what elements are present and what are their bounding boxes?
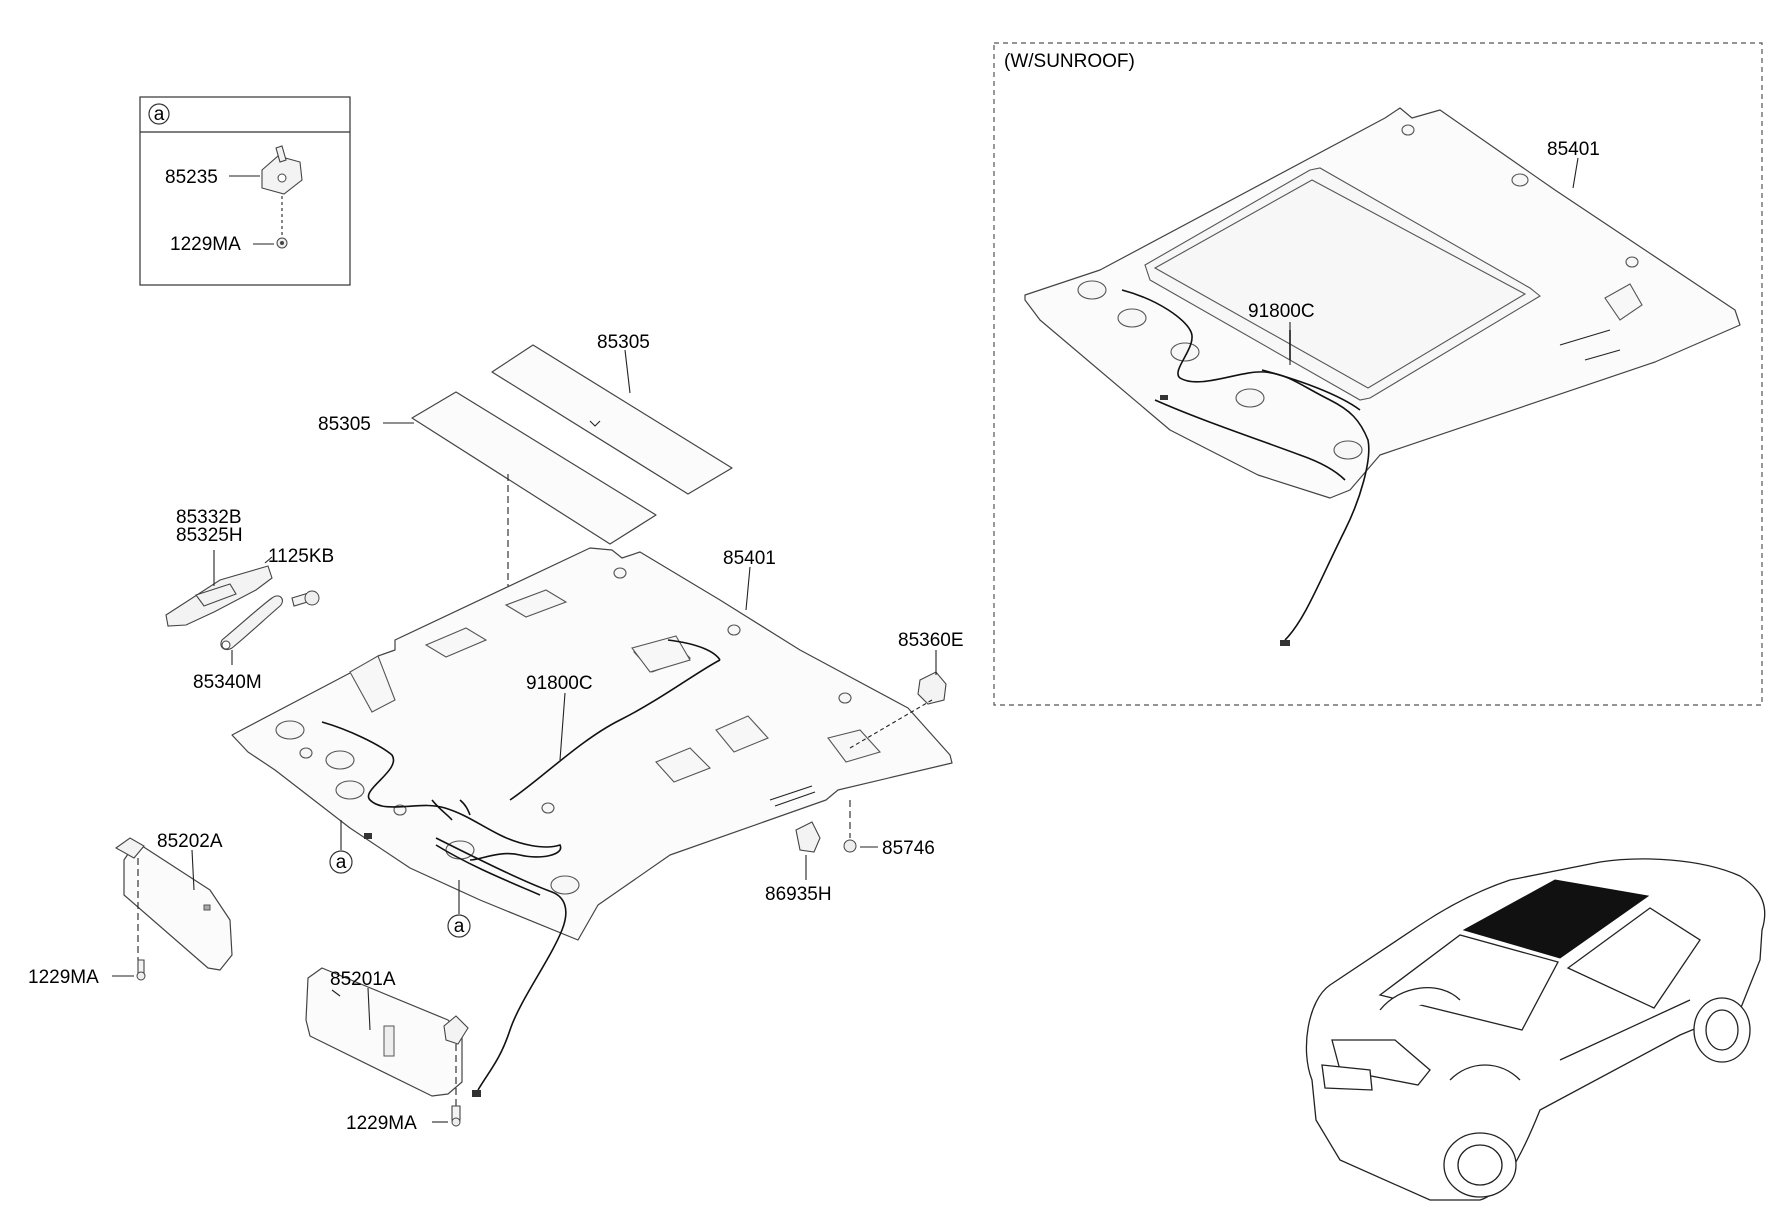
- label-1229ma-right: 1229MA: [346, 1113, 417, 1134]
- label-85746: 85746: [882, 838, 935, 859]
- roof-pad-rear-icon: [491, 344, 733, 495]
- sun-visor-right-icon: [305, 967, 469, 1106]
- sunroof-box-title: (W/SUNROOF): [1004, 51, 1135, 72]
- label-85235: 85235: [165, 167, 218, 188]
- headliner-wiring-icon: [321, 639, 721, 1097]
- sun-visor-left-icon: [114, 837, 233, 971]
- label-85305-rear: 85305: [597, 332, 650, 353]
- label-91800c: 91800C: [526, 673, 593, 694]
- label-sunroof-85401: 85401: [1547, 139, 1600, 160]
- detail-box: a 85235 1229MA: [139, 96, 351, 286]
- label-85305-front: 85305: [318, 414, 371, 435]
- holder-86935h-icon: [795, 821, 821, 853]
- leader-85201a: [367, 987, 371, 1031]
- leader-91800c: [559, 692, 566, 761]
- leader-85401: [745, 566, 751, 611]
- label-85201a: 85201A: [330, 969, 396, 990]
- grip-handle-icon: [220, 595, 283, 651]
- detail-box-frame: [139, 96, 351, 286]
- label-86935h: 86935H: [765, 884, 832, 905]
- label-1229ma-left: 1229MA: [28, 967, 99, 988]
- sunroof-box-frame: [993, 42, 1763, 706]
- bolt-1125kb-icon: [291, 590, 320, 607]
- screw-right-icon: [451, 1105, 461, 1127]
- label-1125kb: 1125KB: [268, 546, 334, 567]
- leader-sunroof-85401: [1572, 157, 1579, 189]
- label-85202a: 85202A: [157, 831, 223, 852]
- leader-85305-rear: [624, 349, 631, 394]
- marker-1: a: [336, 852, 347, 873]
- screw-1229ma-icon: [276, 237, 288, 249]
- leader-85202a: [191, 849, 195, 891]
- label-85340m: 85340M: [193, 672, 262, 693]
- label-85332b: 85332B: [176, 507, 242, 528]
- leader-1125kb: [264, 556, 273, 564]
- roof-pad-front-icon: [411, 391, 657, 545]
- label-85401: 85401: [723, 548, 776, 569]
- vehicle-locator-icon: [1305, 858, 1766, 1201]
- bracket-85235-icon: [261, 145, 303, 236]
- detail-box-marker-circle: [148, 103, 170, 125]
- sunroof-headliner-icon: [1024, 107, 1741, 499]
- marker-2: a: [454, 916, 465, 937]
- label-1229ma-detail: 1229MA: [170, 234, 241, 255]
- marker-2-circle: [447, 914, 471, 938]
- detail-box-marker: a: [154, 104, 165, 125]
- fastener-85746-icon: [843, 800, 857, 853]
- grip-bracket-icon: [165, 565, 273, 627]
- label-85360e: 85360E: [898, 630, 964, 651]
- marker-1-circle: [329, 850, 353, 874]
- label-sunroof-91800c: 91800C: [1248, 301, 1315, 322]
- sunroof-box: (W/SUNROOF) 85401 918: [993, 42, 1763, 706]
- headliner-icon: [231, 547, 953, 941]
- screw-left-icon: [136, 959, 146, 981]
- label-85325h: 85325H: [176, 525, 243, 546]
